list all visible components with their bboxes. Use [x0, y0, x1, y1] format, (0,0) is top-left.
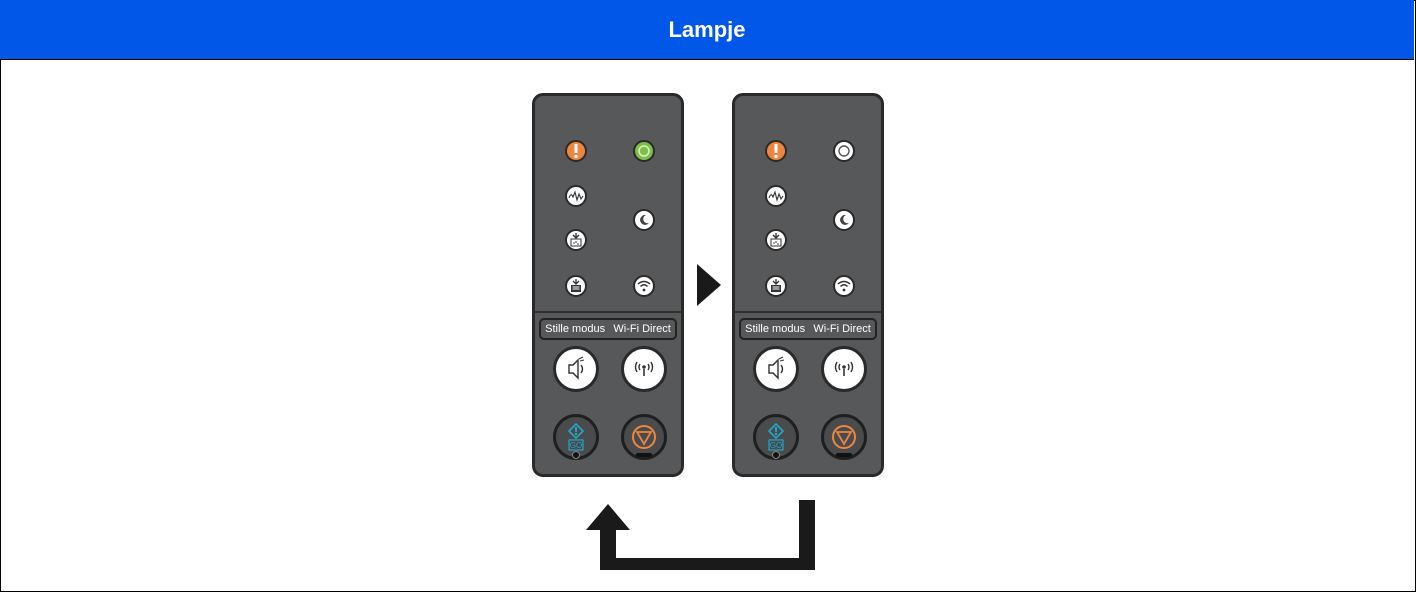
panel-divider: [535, 311, 681, 313]
play-arrow-icon: [697, 264, 721, 306]
svg-text:GO: GO: [770, 441, 782, 450]
stop-button[interactable]: [621, 414, 667, 460]
wifi-icon: [833, 275, 855, 297]
wifi-direct-label: Wi-Fi Direct: [613, 323, 671, 335]
silent-mode-icon: [568, 356, 585, 380]
svg-text:GO: GO: [570, 441, 582, 450]
button-label-bar: Stille modus Wi-Fi Direct: [539, 318, 677, 340]
ready-icon: [633, 140, 655, 162]
drum-icon: [565, 185, 587, 207]
silent-mode-label: Stille modus: [745, 323, 806, 335]
stop-indicator-slot: [836, 453, 852, 457]
stop-icon: [632, 425, 656, 449]
panel-divider: [735, 311, 881, 313]
wifi-direct-icon: [634, 361, 654, 376]
wifi-direct-button[interactable]: [621, 346, 667, 392]
button-label-bar: Stille modus Wi-Fi Direct: [739, 318, 877, 340]
error-icon: [765, 140, 787, 162]
control-panel-right: Stille modus Wi-Fi Direct GO: [732, 93, 884, 477]
drum-icon: [765, 185, 787, 207]
paper-icon: [565, 275, 587, 297]
page-title: Lampje: [668, 16, 746, 42]
control-panel-left: Stille modus Wi-Fi Direct GO: [532, 93, 684, 477]
wifi-direct-icon: [834, 361, 854, 376]
header-bar: Lampje: [0, 0, 1414, 60]
go-indicator-dot: [772, 451, 780, 459]
wifi-direct-button[interactable]: [821, 346, 867, 392]
sleep-icon: [833, 209, 855, 231]
error-icon: [565, 140, 587, 162]
go-indicator-dot: [572, 451, 580, 459]
ready-icon: [833, 140, 855, 162]
wifi-direct-label: Wi-Fi Direct: [813, 323, 871, 335]
toner-icon: [765, 229, 787, 251]
wifi-icon: [633, 275, 655, 297]
silent-mode-button[interactable]: [753, 346, 799, 392]
silent-mode-icon: [768, 356, 785, 380]
paper-icon: [765, 275, 787, 297]
silent-mode-label: Stille modus: [545, 323, 606, 335]
go-icon: GO: [567, 422, 585, 451]
stop-icon: [832, 425, 856, 449]
return-arrow-icon: [586, 500, 815, 570]
go-button[interactable]: GO: [553, 414, 599, 460]
silent-mode-button[interactable]: [553, 346, 599, 392]
sleep-icon: [633, 209, 655, 231]
stop-indicator-slot: [636, 453, 652, 457]
go-icon: GO: [767, 422, 785, 451]
toner-icon: [565, 229, 587, 251]
stop-button[interactable]: [821, 414, 867, 460]
